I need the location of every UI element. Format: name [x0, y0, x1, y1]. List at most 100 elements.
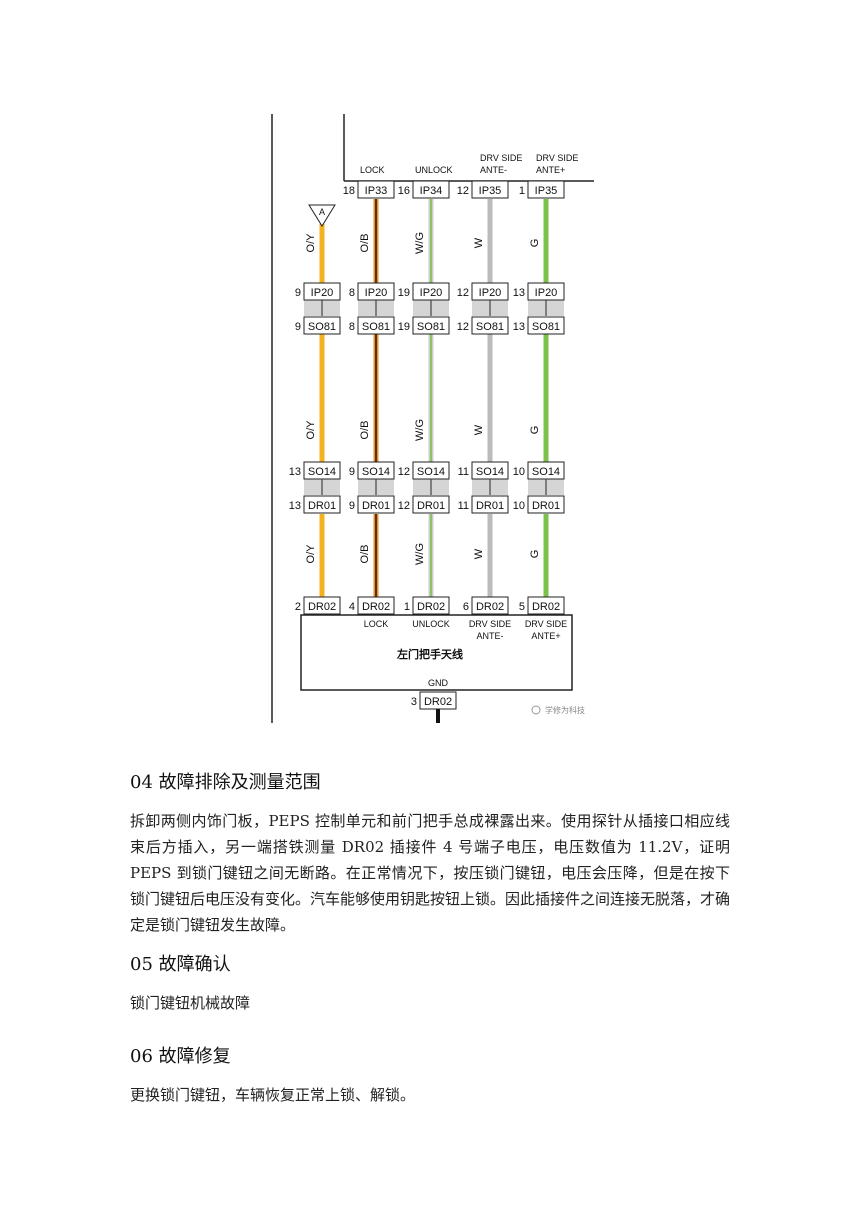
module-pin-label-line1: DRV SIDE: [469, 619, 511, 629]
section-body: 拆卸两侧内饰门板，PEPS 控制单元和前门把手总成裸露出来。使用探针从插接口相应…: [130, 812, 731, 934]
connector-pin: 13: [513, 287, 525, 299]
top-label-line2: ANTE+: [536, 165, 565, 175]
connector-box: [357, 180, 395, 199]
wire-code-label: W/G: [414, 419, 426, 441]
connector-name: SO14: [532, 466, 560, 478]
connector-pin: 18: [343, 185, 355, 197]
wire-code-label: G: [529, 426, 541, 435]
connector-pin: 10: [513, 500, 525, 512]
connector-name: DR02: [308, 601, 336, 613]
connector-name: IP20: [365, 287, 388, 299]
connector-box: [527, 180, 565, 199]
connector-name: DR01: [362, 500, 390, 512]
connector-name: DR01: [476, 500, 504, 512]
connector-pin: 12: [457, 321, 469, 333]
connector-name: DR01: [417, 500, 445, 512]
connector-pin: 9: [295, 321, 301, 333]
connector-name: IP20: [420, 287, 443, 299]
connector-box: [412, 596, 450, 615]
section-06: 06 故障修复 更换锁门键钮，车辆恢复正常上锁、解锁。: [130, 1042, 730, 1108]
wire-code-label: W: [473, 237, 485, 248]
section-body: 更换锁门键钮，车辆恢复正常上锁、解锁。: [130, 1086, 416, 1104]
connector-name: SO81: [308, 321, 336, 333]
connector-pin: 2: [295, 601, 301, 613]
connector-name: DR02: [476, 601, 504, 613]
connector-pin: 10: [513, 466, 525, 478]
section-heading: 06 故障修复: [130, 1046, 231, 1067]
connector-box: [357, 495, 395, 514]
connector-box: [303, 316, 341, 335]
connector-pin: 3: [411, 696, 417, 708]
connector-name: IP34: [420, 185, 443, 197]
connector-box: [357, 316, 395, 335]
connector-box: [303, 495, 341, 514]
top-label-line2: LOCK: [360, 165, 385, 175]
connector-name: DR02: [532, 601, 560, 613]
connector-pin: 12: [457, 287, 469, 299]
module-pin-label-line1: DRV SIDE: [525, 619, 567, 629]
section-body: 锁门键钮机械故障: [130, 994, 251, 1012]
connector-name: IP35: [535, 185, 558, 197]
connector-box: [471, 180, 509, 199]
connector-name: IP35: [479, 185, 502, 197]
connector-box: [412, 180, 450, 199]
wire-code-label: W: [473, 424, 485, 435]
connector-name: IP20: [535, 287, 558, 299]
wire-code-label: O/Y: [305, 420, 317, 440]
wire-code-label: G: [529, 550, 541, 559]
connector-box: [471, 596, 509, 615]
connector-name: SO14: [417, 466, 445, 478]
connector-name: DR01: [308, 500, 336, 512]
connector-name: SO81: [476, 321, 504, 333]
watermark-logo-icon: [531, 705, 541, 715]
wire-code-label: O/B: [359, 421, 371, 440]
watermark-text: 学修为科技: [545, 705, 585, 715]
top-label-line1: DRV SIDE: [536, 153, 578, 163]
section-heading: 04 故障排除及测量范围: [130, 772, 321, 793]
wire-code-label: W/G: [414, 543, 426, 565]
top-label-line2: ANTE-: [480, 165, 507, 175]
wire-code-label: O/B: [359, 545, 371, 564]
top-label-line2: UNLOCK: [415, 165, 453, 175]
connector-box: [471, 495, 509, 514]
connector-pin: 1: [519, 185, 525, 197]
wire-code-label: O/Y: [305, 233, 317, 253]
top-label-line1: DRV SIDE: [480, 153, 522, 163]
connector-name: DR02: [424, 696, 452, 708]
connector-box: [527, 495, 565, 514]
module-name: 左门把手天线: [396, 647, 463, 661]
section-05: 05 故障确认 锁门键钮机械故障: [130, 950, 730, 1016]
module-pin-label-line1: UNLOCK: [412, 619, 450, 629]
connector-name: SO81: [532, 321, 560, 333]
connector-pin: 5: [519, 601, 525, 613]
connector-name: SO81: [417, 321, 445, 333]
connector-pin: 19: [398, 287, 410, 299]
gnd-label: GND: [428, 678, 449, 688]
connector-name: SO14: [476, 466, 504, 478]
connector-pin: 13: [289, 466, 301, 478]
connector-pin: 9: [295, 287, 301, 299]
connector-pin: 4: [349, 601, 355, 613]
wire-code-label: O/B: [359, 234, 371, 253]
wire-code-label: W: [473, 548, 485, 559]
connector-name: IP33: [365, 185, 388, 197]
section-04: 04 故障排除及测量范围 拆卸两侧内饰门板，PEPS 控制单元和前门把手总成裸露…: [130, 768, 730, 938]
connector-name: DR02: [417, 601, 445, 613]
connector-name: SO14: [362, 466, 390, 478]
connector-pin: 11: [458, 500, 469, 512]
connector-pin: 9: [349, 500, 355, 512]
connector-pin: 12: [398, 500, 410, 512]
section-heading: 05 故障确认: [130, 954, 231, 975]
connector-box: [303, 596, 341, 615]
module-box: [300, 614, 573, 691]
connector-box: [471, 316, 509, 335]
connector-pin: 12: [457, 185, 469, 197]
wire-code-label: G: [529, 239, 541, 248]
connector-box: [412, 316, 450, 335]
connector-pin: 13: [513, 321, 525, 333]
module-pin-label-line2: ANTE+: [531, 631, 560, 641]
connector-pin: 9: [349, 466, 355, 478]
connector-pin: 8: [349, 321, 355, 333]
connector-pin: 16: [398, 185, 410, 197]
connector-box: [357, 596, 395, 615]
